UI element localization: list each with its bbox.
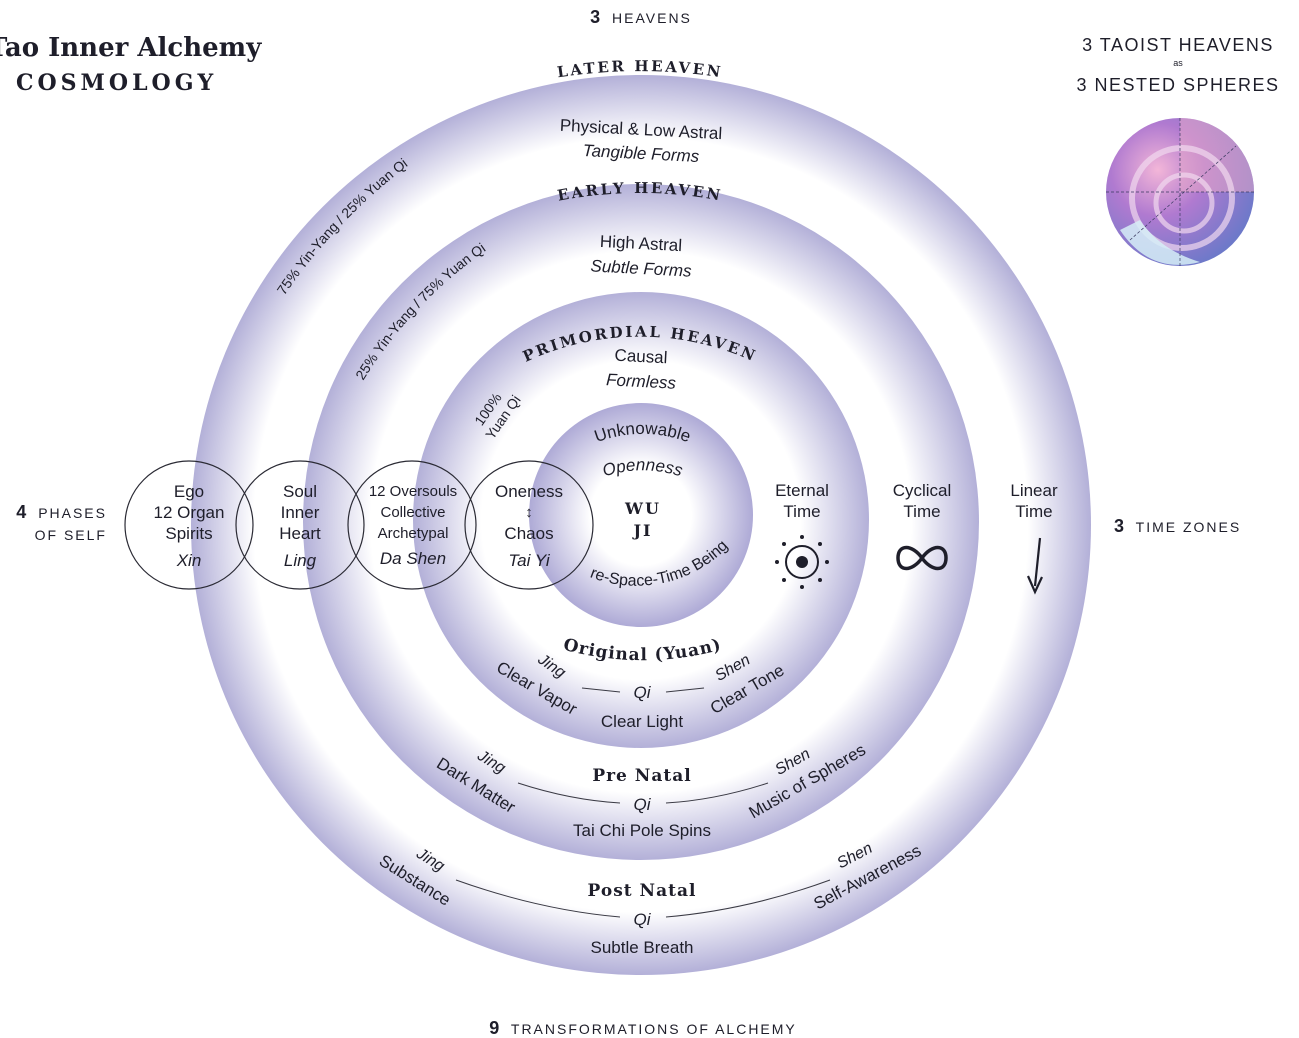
arrow-down-icon [1026,537,1043,595]
svg-text:Cyclical: Cyclical [893,481,952,500]
svg-text:Post Natal: Post Natal [588,881,697,901]
svg-text:Qi: Qi [634,683,652,702]
svg-text:Collective: Collective [380,504,445,521]
svg-text:12 Oversouls: 12 Oversouls [369,483,457,500]
svg-text:Time: Time [783,502,820,521]
self-phase-ego: Ego 12 Organ Spirits Xin [124,460,254,590]
svg-text:Inner: Inner [281,503,320,522]
primordial-heaven-line2: Formless [606,370,677,393]
phases-heading-line1: 4 PHASES [16,502,107,522]
core-ji: JI [631,521,652,540]
svg-text:↕: ↕ [525,504,533,521]
svg-text:Xin: Xin [176,551,202,570]
time-eternal: Eternal Time [775,481,829,589]
svg-text:Time: Time [1015,502,1052,521]
svg-text:Time: Time [903,502,940,521]
svg-text:Pre Natal: Pre Natal [592,766,691,786]
svg-text:Oneness: Oneness [495,482,563,501]
svg-text:Qi: Qi [634,910,652,929]
heavens-heading: 3 HEAVENS [590,7,692,27]
svg-text:Ego: Ego [174,482,204,501]
svg-text:Heart: Heart [279,524,321,543]
nested-spheres-image [1106,118,1254,266]
svg-text:Da Shen: Da Shen [380,549,446,568]
title-line1: Tao Inner Alchemy [0,33,262,63]
spheres-caption-line3: 3 NESTED SPHERES [1076,75,1279,95]
svg-text:Tai Yi: Tai Yi [508,551,551,570]
svg-text:12 Organ: 12 Organ [154,503,225,522]
eternal-sun-icon [775,535,829,589]
primordial-heaven-line1: Causal [614,346,668,368]
svg-text:Tai Chi Pole Spins: Tai Chi Pole Spins [573,821,711,840]
svg-text:Subtle Breath: Subtle Breath [590,938,693,957]
spheres-caption-line1: 3 TAOIST HEAVENS [1082,35,1274,55]
spheres-caption-line2: as [1173,58,1183,68]
transformations-heading: 9 TRANSFORMATIONS OF ALCHEMY [489,1018,797,1038]
svg-text:Qi: Qi [634,795,652,814]
svg-text:Linear: Linear [1010,481,1058,500]
title-line2: COSMOLOGY [16,70,217,96]
svg-text:Clear Light: Clear Light [601,712,683,731]
self-phase-oneness: Oneness ↕ Chaos Tai Yi [464,460,594,590]
early-heaven-line1: High Astral [599,232,682,255]
svg-text:Soul: Soul [283,482,317,501]
svg-text:Ling: Ling [284,551,317,570]
infinity-icon [896,545,948,571]
svg-text:Spirits: Spirits [165,524,212,543]
svg-text:Archetypal: Archetypal [378,525,449,542]
wuji-core [529,403,753,627]
time-linear: Linear Time [1010,481,1058,595]
svg-text:Chaos: Chaos [504,524,553,543]
time-zones-heading: 3 TIME ZONES [1114,516,1241,536]
phases-heading-line2: OF SELF [35,527,107,543]
self-phase-soul: Soul Inner Heart Ling [235,460,365,590]
core-wu: WU [624,499,661,518]
time-cyclical: Cyclical Time [893,481,952,571]
svg-text:Eternal: Eternal [775,481,829,500]
self-phase-oversouls: 12 Oversouls Collective Archetypal Da Sh… [347,460,477,590]
